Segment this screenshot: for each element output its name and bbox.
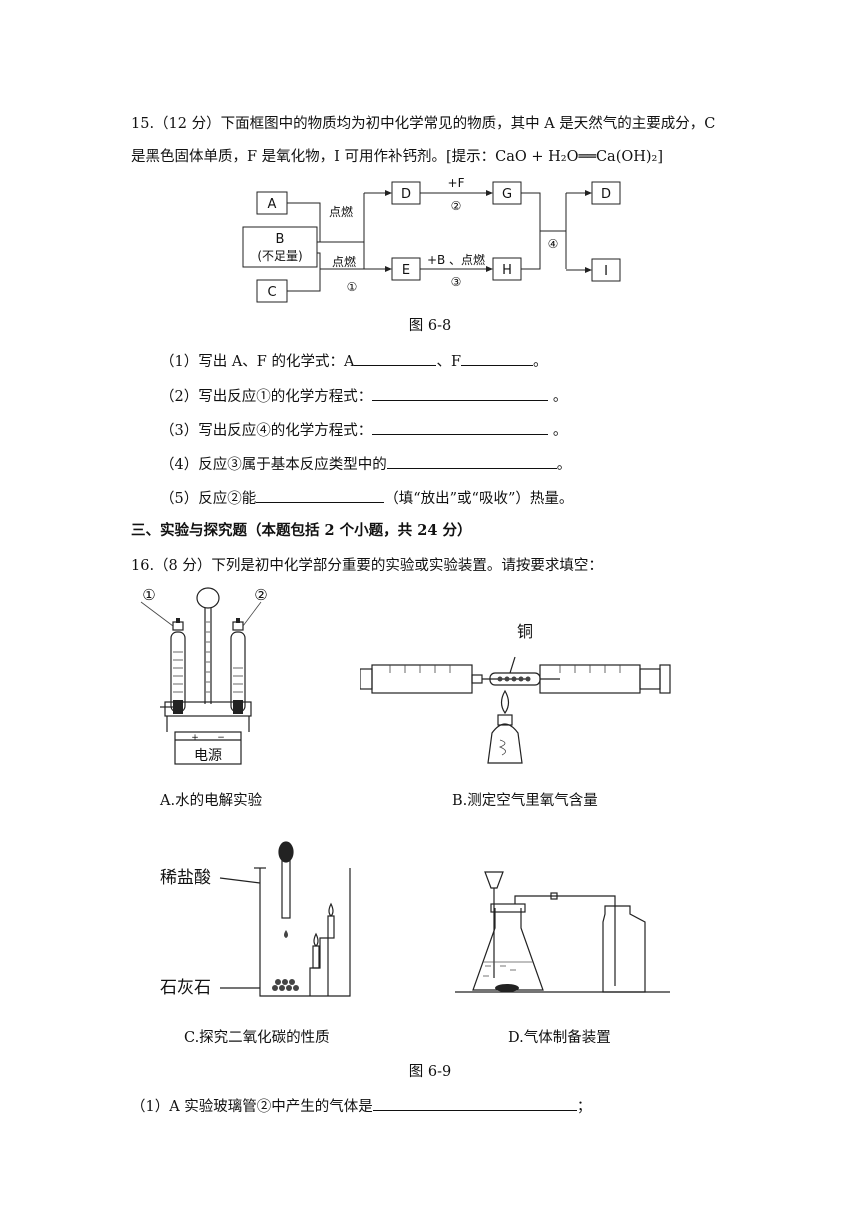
q15-sub2: （2）写出反应①的化学方程式： 。	[160, 385, 567, 406]
q15-sub2-text: （2）写出反应①的化学方程式：	[160, 389, 373, 405]
answer-blank-eq4[interactable]	[372, 420, 549, 435]
node-G: G	[502, 187, 512, 202]
q15-sub3-text: （3）写出反应④的化学方程式：	[160, 423, 373, 439]
caption-A: A.水的电解实验	[160, 793, 263, 809]
label-r1: ①	[347, 280, 358, 294]
power-minus: −	[217, 733, 225, 743]
node-I: I	[604, 264, 608, 279]
figure-caption-6-9: 图 6-9	[408, 1064, 452, 1080]
node-A: A	[268, 197, 277, 212]
q15-sub1-end: 。	[533, 354, 548, 370]
node-B: B	[276, 232, 285, 247]
label-r4: ④	[548, 237, 559, 251]
power-plus: +	[191, 733, 199, 743]
node-B-note: (不足量)	[257, 249, 302, 263]
q15-line1: 15.（12 分）下面框图中的物质均为初中化学常见的物质，其中 A 是天然气的主…	[131, 116, 716, 132]
figure-caption-6-8: 图 6-8	[408, 318, 452, 334]
node-B-box	[242, 226, 318, 268]
co2-property-apparatus: 稀盐酸 石灰石	[160, 841, 351, 998]
answer-blank-heat[interactable]	[256, 488, 385, 503]
label-plusF: +F	[448, 176, 465, 190]
flow-diagram: A B (不足量) C D E G H D I 点燃 点燃 ① +F ② +B …	[242, 176, 621, 303]
caption-B: B.测定空气里氧气含量	[452, 793, 598, 809]
oxygen-content-apparatus: 铜	[360, 622, 671, 764]
node-H: H	[502, 263, 512, 278]
label-r2: ②	[451, 199, 462, 213]
power-label: 电源	[194, 748, 222, 764]
q15-sub5-text: （5）反应②能	[160, 491, 257, 507]
copper-label: 铜	[517, 622, 533, 641]
node-D: D	[401, 187, 411, 202]
caption-C: C.探究二氧化碳的性质	[184, 1030, 330, 1046]
label-ignite1: 点燃	[329, 204, 353, 219]
q15-sub4-text: （4）反应③属于基本反应类型中的	[160, 457, 387, 473]
acid-label: 稀盐酸	[160, 868, 211, 888]
answer-blank-type[interactable]	[386, 454, 557, 469]
answer-blank-A[interactable]	[354, 351, 437, 366]
q15-sub5: （5）反应②能 （填“放出”或“吸收”）热量。	[160, 487, 573, 508]
answer-blank-gas[interactable]	[372, 1096, 577, 1111]
q15-sub1: （1）写出 A、F 的化学式：A 、F 。	[160, 350, 548, 371]
q15-sub1-text: （1）写出 A、F 的化学式：A	[160, 354, 355, 370]
q16-sub1: （1）A 实验玻璃管②中产生的气体是 ；	[131, 1095, 591, 1116]
label-r3: ③	[451, 275, 462, 289]
caption-D: D.气体制备装置	[508, 1030, 611, 1046]
q16-intro: 16.（8 分）下列是初中化学部分重要的实验或实验装置。请按要求填空：	[131, 558, 603, 574]
q15-line2: 是黑色固体单质，F 是氧化物，I 可用作补钙剂。[提示：CaO + H₂O══C…	[131, 149, 664, 165]
electrolysis-apparatus: ① ② 电源 + −	[140, 586, 268, 765]
q15-sub2-end: 。	[548, 389, 568, 405]
q15-sub1-mid: 、F	[436, 354, 462, 370]
tube-1-label: ①	[142, 586, 155, 604]
q15-sub4: （4）反应③属于基本反应类型中的 。	[160, 453, 571, 474]
q15-sub4-end: 。	[556, 457, 572, 473]
answer-blank-F[interactable]	[461, 351, 534, 366]
q15-sub3: （3）写出反应④的化学方程式： 。	[160, 419, 567, 440]
limestone-label: 石灰石	[160, 978, 211, 998]
label-ignite2: 点燃	[332, 254, 356, 269]
node-E: E	[402, 263, 410, 278]
q15-sub5-end: （填“放出”或“吸收”）热量。	[384, 491, 574, 507]
node-C: C	[267, 285, 276, 300]
gas-preparation-apparatus	[455, 871, 670, 993]
q16-sub1-end: ；	[576, 1099, 592, 1115]
label-plusB: +B 、点燃	[427, 252, 485, 267]
section-3-title: 三、实验与探究题（本题包括 2 个小题，共 24 分）	[131, 522, 472, 539]
tube-2-label: ②	[254, 586, 267, 604]
q15-sub3-end: 。	[548, 423, 568, 439]
node-D2: D	[601, 187, 611, 202]
q16-sub1-text: （1）A 实验玻璃管②中产生的气体是	[131, 1099, 373, 1115]
answer-blank-eq1[interactable]	[372, 386, 549, 401]
